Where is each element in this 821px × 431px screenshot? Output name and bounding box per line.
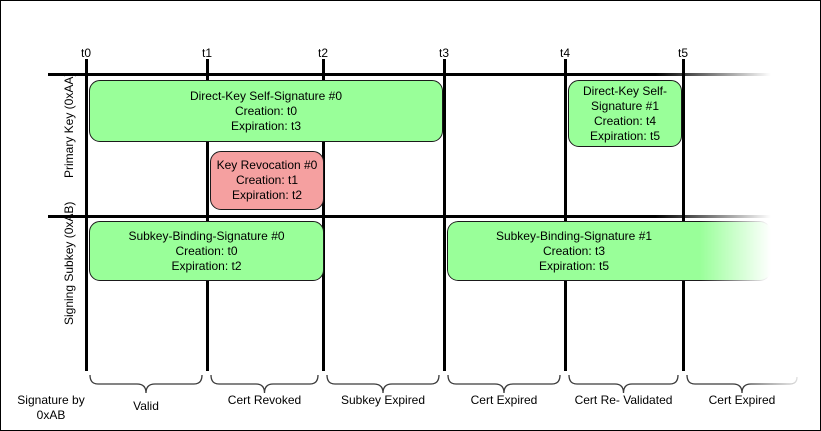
brace-period-subkey-expired xyxy=(326,374,440,394)
period-label-cert-expired-1: Cert Expired xyxy=(447,393,561,408)
time-line-t0 xyxy=(85,59,88,371)
box-expiration: Expiration: t2 xyxy=(231,188,303,202)
period-label-subkey-expired: Subkey Expired xyxy=(326,393,440,408)
tick-label-t4: t4 xyxy=(559,46,570,60)
period-label-valid: Valid xyxy=(89,399,203,414)
row-label-primary-key-line2: (0xAA) xyxy=(62,72,76,110)
box-creation: Creation: t0 xyxy=(175,243,238,258)
box-creation: Creation: t1 xyxy=(235,173,299,187)
brace-period-cert-expired-2 xyxy=(686,374,798,394)
period-label-cert-expired-2: Cert Expired xyxy=(686,393,798,408)
row-label-signing-subkey-line1: Signing Subkey xyxy=(62,241,76,325)
period-label-cert-revalidated: Cert Re- Validated xyxy=(568,393,679,408)
time-line-t4 xyxy=(564,59,567,371)
box-expiration: Expiration: t5 xyxy=(589,128,661,143)
brace-period-cert-expired-1 xyxy=(447,374,561,394)
period-label-line2: Validated xyxy=(623,393,673,407)
signing-subkey-axis-line xyxy=(48,215,771,218)
signature-box-key-revocation-0[interactable]: Key Revocation #0 Creation: t1 Expiratio… xyxy=(210,151,324,210)
brace-period-valid xyxy=(89,374,203,394)
signature-box-subkey-binding-signature-1[interactable]: Subkey-Binding-Signature #1 Creation: t3… xyxy=(447,221,771,281)
signature-box-subkey-binding-signature-0[interactable]: Subkey-Binding-Signature #0 Creation: t0… xyxy=(89,221,324,281)
row-label-primary-key: Primary Key (0xAA) xyxy=(62,73,76,178)
row-label-signing-subkey: Signing Subkey (0xAB) xyxy=(62,202,76,325)
period-label-line2: Revoked xyxy=(253,393,302,407)
brace-period-cert-revalidated xyxy=(568,374,679,394)
period-label-line1: Cert xyxy=(470,393,494,407)
signature-box-direct-key-self-signature-0[interactable]: Direct-Key Self-Signature #0 Creation: t… xyxy=(89,80,443,142)
box-title: Subkey-Binding-Signature #1 xyxy=(495,228,653,243)
footer-corner-label: Signature by 0xAB xyxy=(11,393,91,423)
box-title: Direct-Key Self-Signature #0 xyxy=(189,88,343,103)
row-label-signing-subkey-line2: (0xAB) xyxy=(62,201,76,239)
time-line-t3 xyxy=(443,59,446,371)
period-label-line1: Cert Re- xyxy=(574,393,620,407)
footer-corner-label-line1: Signature xyxy=(17,393,69,407)
time-line-t2 xyxy=(322,59,325,371)
box-creation: Creation: t0 xyxy=(234,103,298,118)
box-title: Subkey-Binding-Signature #0 xyxy=(128,228,285,243)
tick-label-t3: t3 xyxy=(438,46,449,60)
tick-label-t1: t1 xyxy=(201,46,212,60)
period-label-line1: Cert xyxy=(708,393,732,407)
box-expiration: Expiration: t3 xyxy=(230,118,302,133)
brace-period-cert-revoked xyxy=(210,374,319,394)
box-creation: Creation: t3 xyxy=(542,243,606,258)
box-title-line1: Direct-Key Self- xyxy=(582,83,668,98)
signature-box-direct-key-self-signature-1[interactable]: Direct-Key Self- Signature #1 Creation: … xyxy=(568,80,682,147)
period-label-line1: Valid xyxy=(133,399,159,413)
period-label-line1: Subkey xyxy=(340,393,381,407)
period-label-cert-revoked: Cert Revoked xyxy=(210,393,319,408)
primary-key-axis-line xyxy=(48,73,771,76)
box-expiration: Expiration: t5 xyxy=(538,258,610,273)
box-creation: Creation: t4 xyxy=(593,113,657,128)
period-label-line2: Expired xyxy=(734,393,776,407)
tick-label-t0: t0 xyxy=(80,46,91,60)
box-title-line2: Signature #1 xyxy=(590,98,660,113)
tick-label-t5: t5 xyxy=(677,46,688,60)
time-line-t5 xyxy=(682,59,685,371)
period-label-line2: Expired xyxy=(384,393,426,407)
box-expiration: Expiration: t2 xyxy=(171,258,242,273)
footer-corner-label-line2: by 0xAB xyxy=(36,393,85,422)
time-line-t1 xyxy=(206,59,209,371)
period-label-line2: Expired xyxy=(496,393,538,407)
period-label-line1: Cert xyxy=(227,393,251,407)
box-title: Key Revocation #0 xyxy=(216,158,318,172)
tick-label-t2: t2 xyxy=(317,46,328,60)
row-label-primary-key-line1: Primary Key xyxy=(62,112,76,178)
